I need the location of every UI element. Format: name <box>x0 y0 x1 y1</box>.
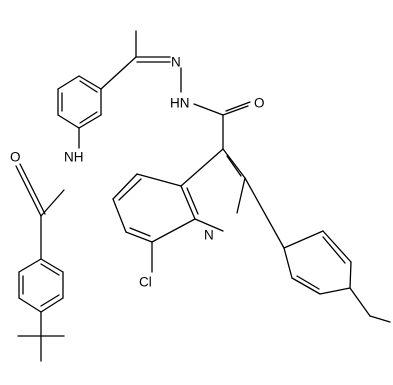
quinoline-nitrogen-label: N <box>204 228 214 243</box>
imine-linker <box>100 30 171 90</box>
hydrazide-carbonyl <box>193 101 251 150</box>
ethylphenyl-ring <box>244 177 352 295</box>
quinoline-benzo-ring <box>112 173 196 243</box>
amide-nh-label: NH <box>64 150 84 165</box>
hydrazide-hn-label: HN <box>170 96 190 111</box>
ethyl-group <box>349 287 391 323</box>
meta-phenylene-ring <box>57 75 102 129</box>
hydrazide-oxygen-label: O <box>254 96 265 111</box>
amide-oxygen-label: O <box>10 150 21 165</box>
chlorine-label: Cl <box>139 275 152 290</box>
imine-nitrogen-label: N <box>171 55 181 70</box>
benzamide-carbonyl <box>15 163 65 260</box>
tert-butylphenyl-ring <box>18 258 64 313</box>
tert-butyl-group <box>17 311 65 362</box>
quinoline-pyridine-ring <box>180 148 246 232</box>
